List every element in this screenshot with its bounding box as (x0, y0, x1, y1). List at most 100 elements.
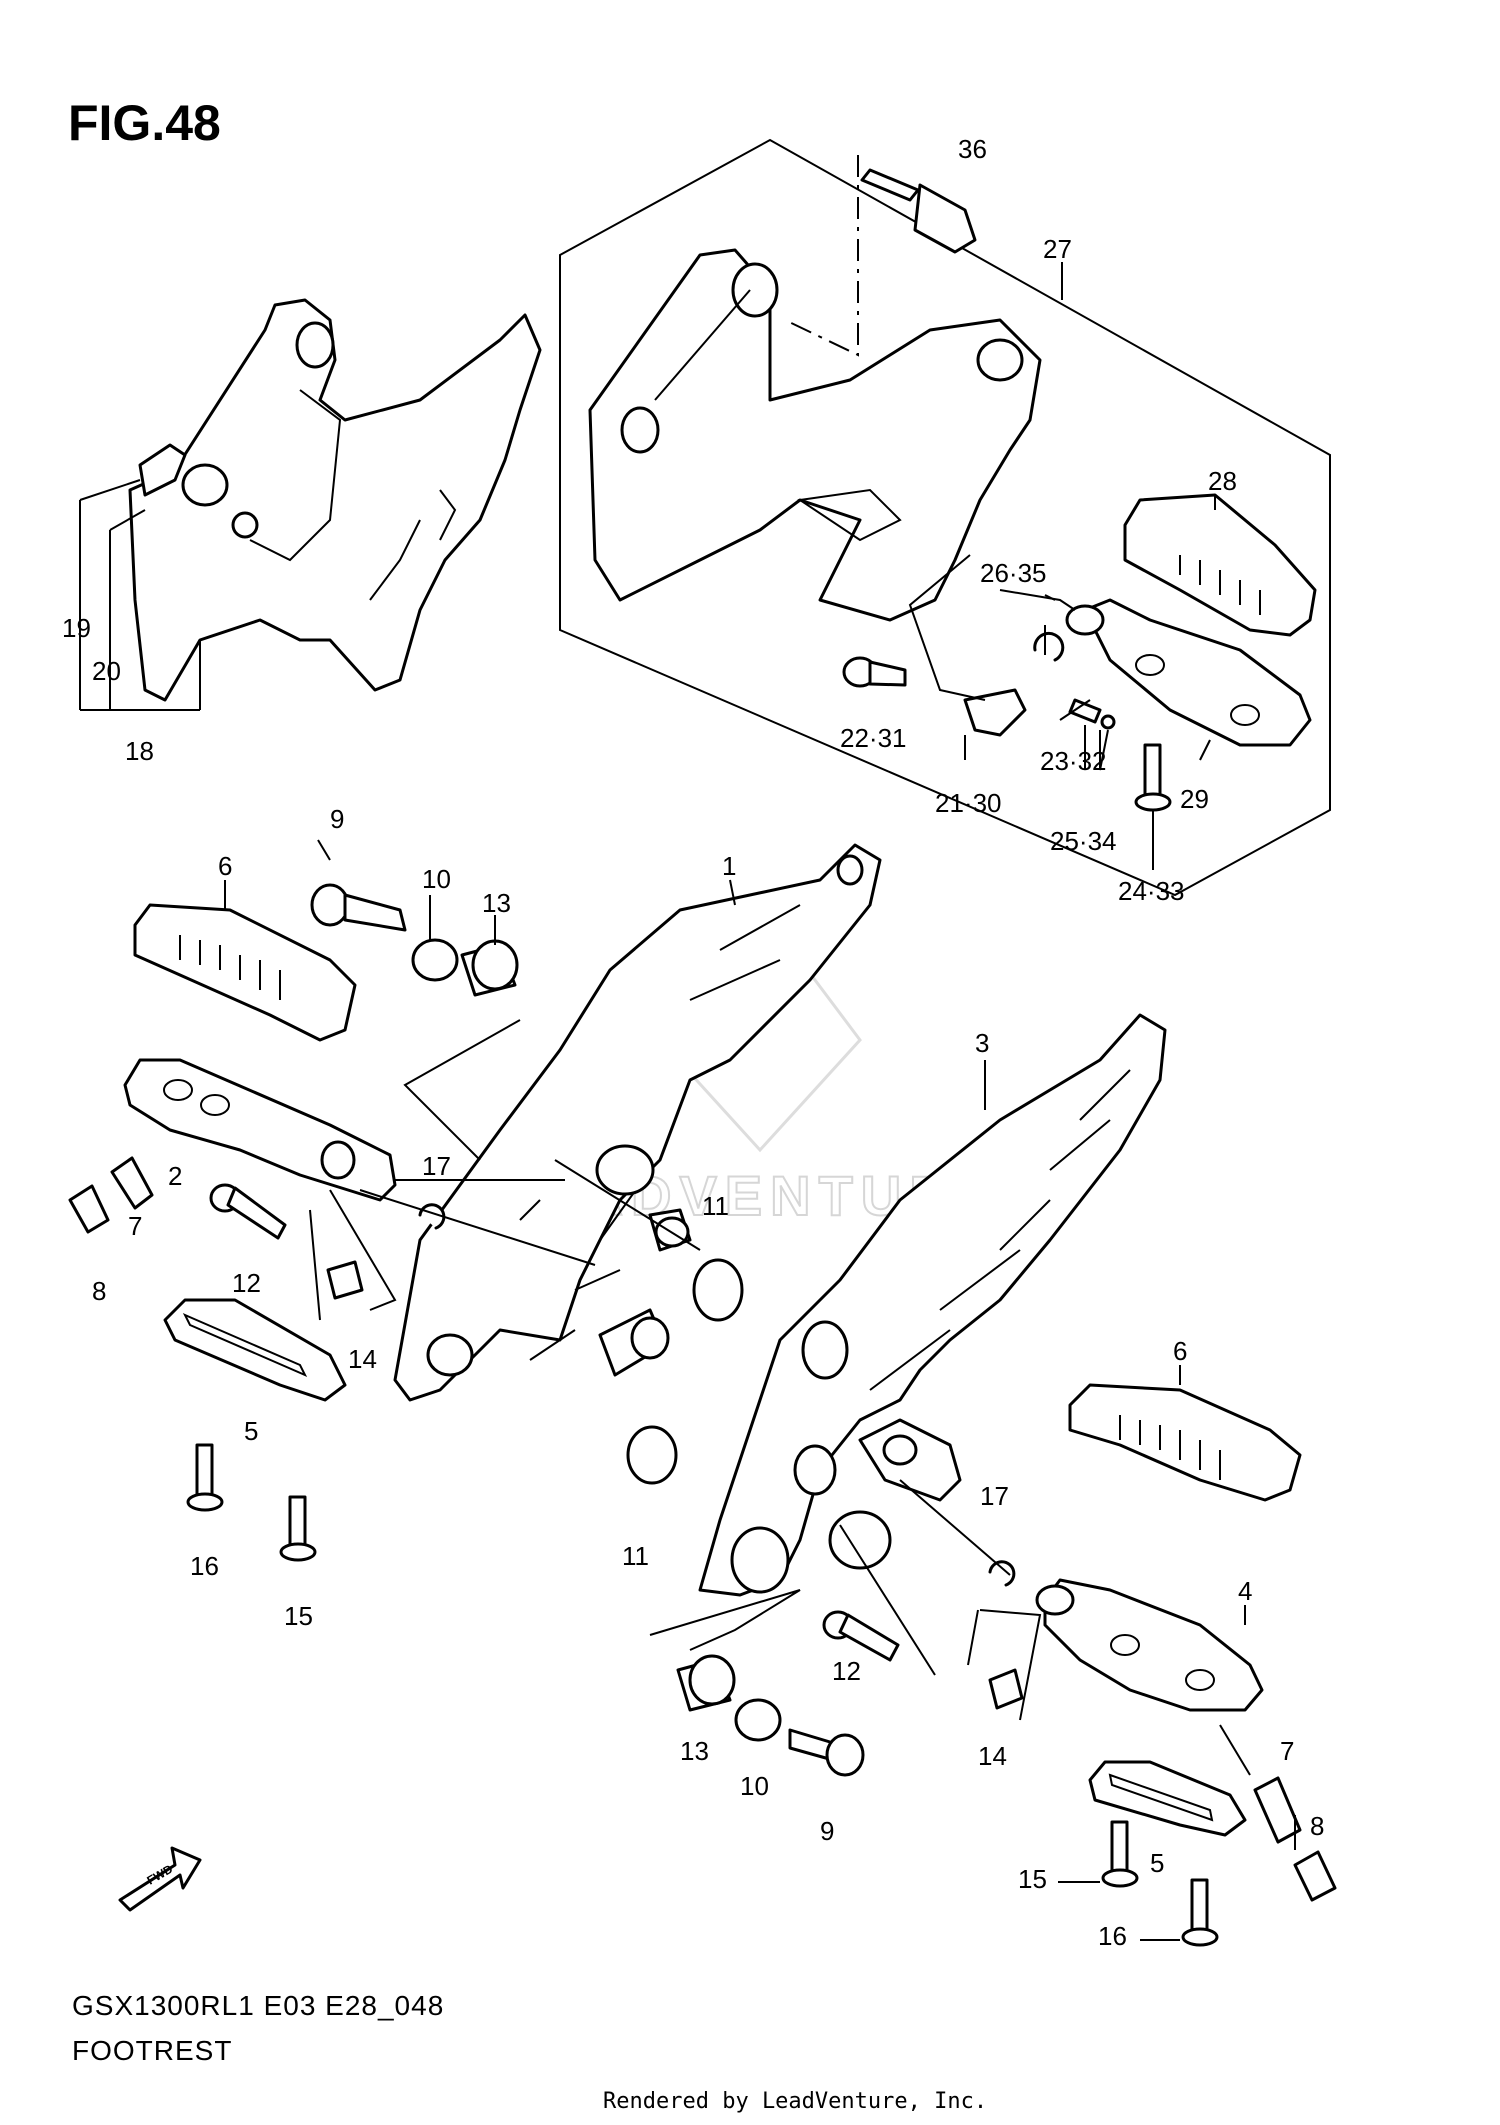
kit-leaders (908, 554, 1154, 870)
part-pin-12-right (822, 1610, 900, 1662)
callout-14-left: 14 (348, 1344, 377, 1374)
part-spring-23-32 (1068, 698, 1102, 724)
part-washer-11-right (626, 1425, 678, 1485)
callout-15-right: 15 (1018, 1864, 1047, 1894)
figure-model-code: GSX1300RL1 E03 E28_048 (72, 1990, 444, 2021)
part-washer-10-right (734, 1698, 782, 1742)
part-rubber-6-left (133, 903, 357, 1042)
kit-box-27 (559, 138, 1331, 897)
part-clip-17-right (988, 1560, 1016, 1587)
part-spring-14-left (326, 1260, 364, 1300)
right-dashed-leaders (649, 1479, 1042, 1721)
callout-29: 29 (1180, 784, 1209, 814)
part-bolt-36 (860, 168, 977, 254)
part-ball-25-34 (1100, 714, 1116, 730)
part-rubber-6-right (1068, 1383, 1302, 1502)
callout-16-right: 16 (1098, 1921, 1127, 1951)
callout-17-left: 17 (422, 1151, 451, 1181)
callout-labels: 36 27 28 26·35 22·31 23·32 21·30 29 25·3… (62, 134, 1324, 1951)
callout-6-left: 6 (218, 851, 232, 881)
part-bracket-assembly-18 (79, 298, 542, 711)
callout-22-31: 22·31 (840, 723, 907, 753)
callout-3: 3 (975, 1028, 989, 1058)
part-bolt-24-33 (1134, 743, 1172, 812)
part-pin-22-31 (842, 656, 907, 688)
part-plate-5-left (163, 1298, 347, 1402)
figure-name: FOOTREST (72, 2035, 232, 2066)
callout-19: 19 (62, 613, 91, 643)
fwd-arrow-icon: FWD (118, 1846, 202, 1912)
callout-11-left: 11 (702, 1191, 729, 1221)
part-plate-5-right (1088, 1760, 1247, 1837)
callout-28: 28 (1208, 466, 1237, 496)
dash-36 (784, 155, 859, 357)
callout-36: 36 (958, 134, 987, 164)
part-pin-12-left (209, 1183, 287, 1240)
callout-14-right: 14 (978, 1741, 1007, 1771)
callout-5-right: 5 (1150, 1848, 1164, 1878)
callout-18: 18 (125, 736, 154, 766)
part-bracket-1 (393, 843, 882, 1402)
callout-20: 20 (92, 656, 121, 686)
part-bolt-16-left (186, 1443, 224, 1512)
part-washer-11-left (692, 1258, 744, 1322)
callout-13-right: 13 (680, 1736, 709, 1766)
part-bush-13-left (460, 939, 519, 997)
callout-10-right: 10 (740, 1771, 769, 1801)
bracket-27-slot (654, 289, 751, 401)
callout-8-right: 8 (1310, 1811, 1324, 1841)
part-washer-10-left (411, 938, 459, 982)
callout-9-left: 9 (330, 804, 344, 834)
part-plate-21-30 (963, 688, 1027, 737)
callout-23-32: 23·32 (1040, 746, 1107, 776)
callout-26-35: 26·35 (980, 558, 1047, 588)
part-bracket-3 (698, 1013, 1167, 1597)
callout-8-left: 8 (92, 1276, 106, 1306)
part-clip-26-35 (1033, 631, 1065, 662)
callout-25-34: 25·34 (1050, 826, 1117, 856)
callout-12-right: 12 (832, 1656, 861, 1686)
bracket-3-boss (858, 1418, 962, 1502)
bracket-1-boss (598, 1308, 670, 1377)
callout-5-left: 5 (244, 1416, 258, 1446)
bracket-27-hole-2 (620, 406, 660, 454)
bracket-27-hole-1 (731, 262, 779, 318)
part-footpeg-2 (123, 1058, 397, 1202)
part-bracket-27 (588, 248, 1042, 622)
bracket-27-hole-3 (976, 338, 1024, 382)
part-rubber-28 (1123, 493, 1317, 637)
bracket-27-cutout (797, 488, 902, 542)
callout-6-right: 6 (1173, 1336, 1187, 1366)
callout-17-right: 17 (980, 1481, 1009, 1511)
callout-12-left: 12 (232, 1268, 261, 1298)
callout-27: 27 (1043, 234, 1072, 264)
part-bolt-9-right (788, 1728, 865, 1777)
callout-1: 1 (722, 851, 736, 881)
part-pivot-7-right (1253, 1776, 1302, 1844)
kit-box-outline (559, 138, 1331, 897)
callout-2: 2 (168, 1161, 182, 1191)
callout-leaders (224, 495, 1296, 1850)
callout-9-right: 9 (820, 1816, 834, 1846)
part-footpeg-29 (1065, 598, 1312, 747)
callout-11-right: 11 (622, 1541, 649, 1571)
part-footpeg-4 (1035, 1578, 1264, 1712)
callout-7-left: 7 (128, 1211, 142, 1241)
part-bolt-8-right (1293, 1850, 1337, 1902)
callout-16-left: 16 (190, 1551, 219, 1581)
part-bush-13-right (676, 1654, 736, 1712)
callout-21-30: 21·30 (935, 788, 1002, 818)
part-spring-14-right (988, 1668, 1024, 1710)
left-dashed-leaders (309, 1019, 701, 1321)
callout-7-right: 7 (1280, 1736, 1294, 1766)
render-credit: Rendered by LeadVenture, Inc. (603, 2089, 987, 2114)
part-bolt-15-right (1101, 1820, 1139, 1888)
part-bolt-15-left (279, 1495, 317, 1562)
callout-10-left: 10 (422, 864, 451, 894)
callout-4: 4 (1238, 1576, 1252, 1606)
figure-title: FIG.48 (68, 95, 221, 151)
callout-15-left: 15 (284, 1601, 313, 1631)
callout-24-33: 24·33 (1118, 876, 1185, 906)
callout-13-left: 13 (482, 888, 511, 918)
